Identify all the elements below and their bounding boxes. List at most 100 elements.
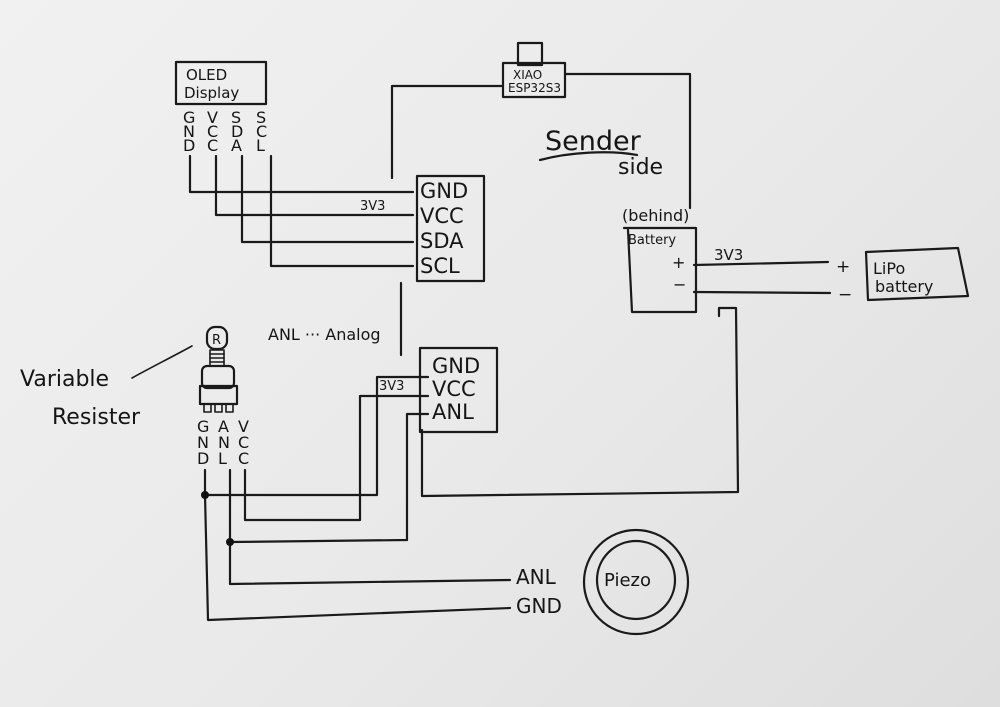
oled-title-line1: OLED — [186, 66, 227, 84]
lipo-minus: − — [838, 285, 852, 305]
header-1: GND VCC SDA SCL — [415, 174, 486, 283]
oled-pin-letter: V — [207, 108, 218, 127]
oled-pin-scl: S C L — [256, 108, 267, 155]
pot-pin-letter: L — [218, 449, 227, 468]
header-2-pin-vcc: VCC — [432, 377, 476, 401]
xiao-label-line2: ESP32S3 — [508, 81, 561, 95]
variable-resistor-leader-line — [131, 345, 193, 379]
junction-dot — [201, 491, 209, 499]
battery-voltage-note: 3V3 — [714, 246, 743, 264]
piezo-outer-ring — [582, 528, 690, 636]
pot-knob — [205, 325, 229, 351]
lipo-label-line2: battery — [875, 277, 933, 296]
wire-piezo-gnd — [203, 493, 512, 622]
wire-oled-vcc — [214, 154, 415, 217]
pot-pin-letter: C — [238, 449, 249, 468]
oled-display: OLED Display G N D V C C S D A S C L — [174, 60, 268, 155]
header-2: GND VCC ANL 3V3 — [379, 346, 499, 434]
wire-pot-vcc — [243, 394, 430, 522]
lipo-plus: + — [836, 257, 850, 277]
wire-battery-plus — [692, 260, 830, 267]
oled-pin-letter: S — [231, 108, 241, 127]
wire-piezo-anl — [228, 540, 512, 586]
battery-behind-note: (behind) — [622, 206, 689, 225]
lipo-wires — [692, 260, 832, 295]
lipo-label-line1: LiPo — [873, 259, 905, 278]
header-1-pin-gnd: GND — [420, 179, 468, 203]
wire-battery-minus — [692, 290, 832, 295]
pot-pin-letter: N — [218, 433, 230, 452]
board-outline-left — [390, 84, 505, 180]
pot-knob-letter: R — [212, 333, 221, 348]
diagram-title: Sender side — [538, 126, 663, 180]
pot-pin-letter: C — [238, 433, 249, 452]
oled-pin-vcc: V C C — [207, 108, 218, 155]
xiao-label-line1: XIAO — [513, 68, 542, 82]
header-2-pin-gnd: GND — [432, 354, 480, 378]
variable-resistor-label-line1: Variable — [20, 367, 109, 392]
header-1-pin-sda: SDA — [420, 229, 464, 253]
oled-display-box — [174, 60, 268, 106]
header-2-box — [418, 346, 499, 434]
pot-pin-letter: V — [238, 417, 249, 436]
usb-connector — [516, 41, 544, 67]
oled-pin-letter: D — [231, 122, 243, 141]
battery-pad-label: Battery — [628, 233, 676, 248]
board-outline — [390, 72, 740, 498]
oled-pin-letter: S — [256, 108, 266, 127]
variable-resistor-label-line2: Resister — [52, 405, 141, 430]
pot-pin-letter: G — [197, 417, 209, 436]
wire-oled-sda — [240, 154, 415, 244]
pot-pin-gnd: G N D — [197, 417, 209, 468]
oled-pin-gnd: G N D — [183, 108, 195, 155]
pot-thread — [209, 353, 225, 363]
board-outline-right — [563, 72, 692, 210]
battery-pads: (behind) Battery + − 3V3 — [622, 206, 743, 314]
pot-leg — [225, 403, 234, 413]
piezo: ANL GND Piezo — [516, 528, 690, 636]
wire-oled-scl — [269, 154, 415, 268]
oled-wires: 3V3 — [188, 154, 415, 268]
title-line2: side — [618, 155, 663, 180]
xiao-board — [501, 61, 567, 99]
pot-pin-letter: D — [197, 449, 209, 468]
oled-pin-letter: A — [231, 136, 242, 155]
pot-pin-letter: A — [218, 417, 229, 436]
wire-oled-gnd — [188, 154, 415, 194]
oled-pin-letter: N — [183, 122, 195, 141]
title-underline — [538, 151, 639, 162]
oled-pin-letter: D — [183, 136, 195, 155]
oled-pin-letter: C — [207, 136, 218, 155]
header1-voltage-note: 3V3 — [360, 199, 385, 214]
oled-title-line2: Display — [184, 84, 239, 102]
lipo-battery-box — [864, 246, 970, 302]
piezo-inner-ring — [595, 539, 677, 621]
xiao-esp32s3: XIAO ESP32S3 — [501, 41, 567, 99]
header2-voltage-note: 3V3 — [379, 379, 404, 394]
pot-pin-vcc: V C C — [238, 417, 249, 468]
pot-body — [200, 364, 236, 390]
header-1-pin-scl: SCL — [420, 254, 460, 278]
oled-pin-sda: S D A — [231, 108, 243, 155]
wire-pot-anl — [228, 412, 430, 544]
oled-pin-letter: G — [183, 108, 195, 127]
pot-pin-anl: A N L — [218, 417, 230, 468]
piezo-label: Piezo — [604, 570, 651, 591]
wire-pot-gnd — [203, 375, 430, 497]
oled-pin-letter: C — [207, 122, 218, 141]
header-2-pin-anl: ANL — [432, 400, 474, 424]
pot-leg — [203, 403, 212, 413]
resistor-wires — [201, 375, 512, 622]
lipo-battery: + − LiPo battery — [836, 246, 970, 305]
legend-anl-analog: ANL ··· Analog — [268, 325, 381, 344]
pot-leg — [214, 403, 223, 413]
battery-pad-minus: − — [673, 275, 686, 294]
oled-pin-letter: L — [256, 136, 265, 155]
battery-pad-box — [622, 226, 698, 314]
pot-pin-letter: N — [197, 433, 209, 452]
header-1-box — [415, 174, 486, 283]
oled-pin-letter: C — [256, 122, 267, 141]
piezo-pin-gnd: GND — [516, 594, 562, 618]
